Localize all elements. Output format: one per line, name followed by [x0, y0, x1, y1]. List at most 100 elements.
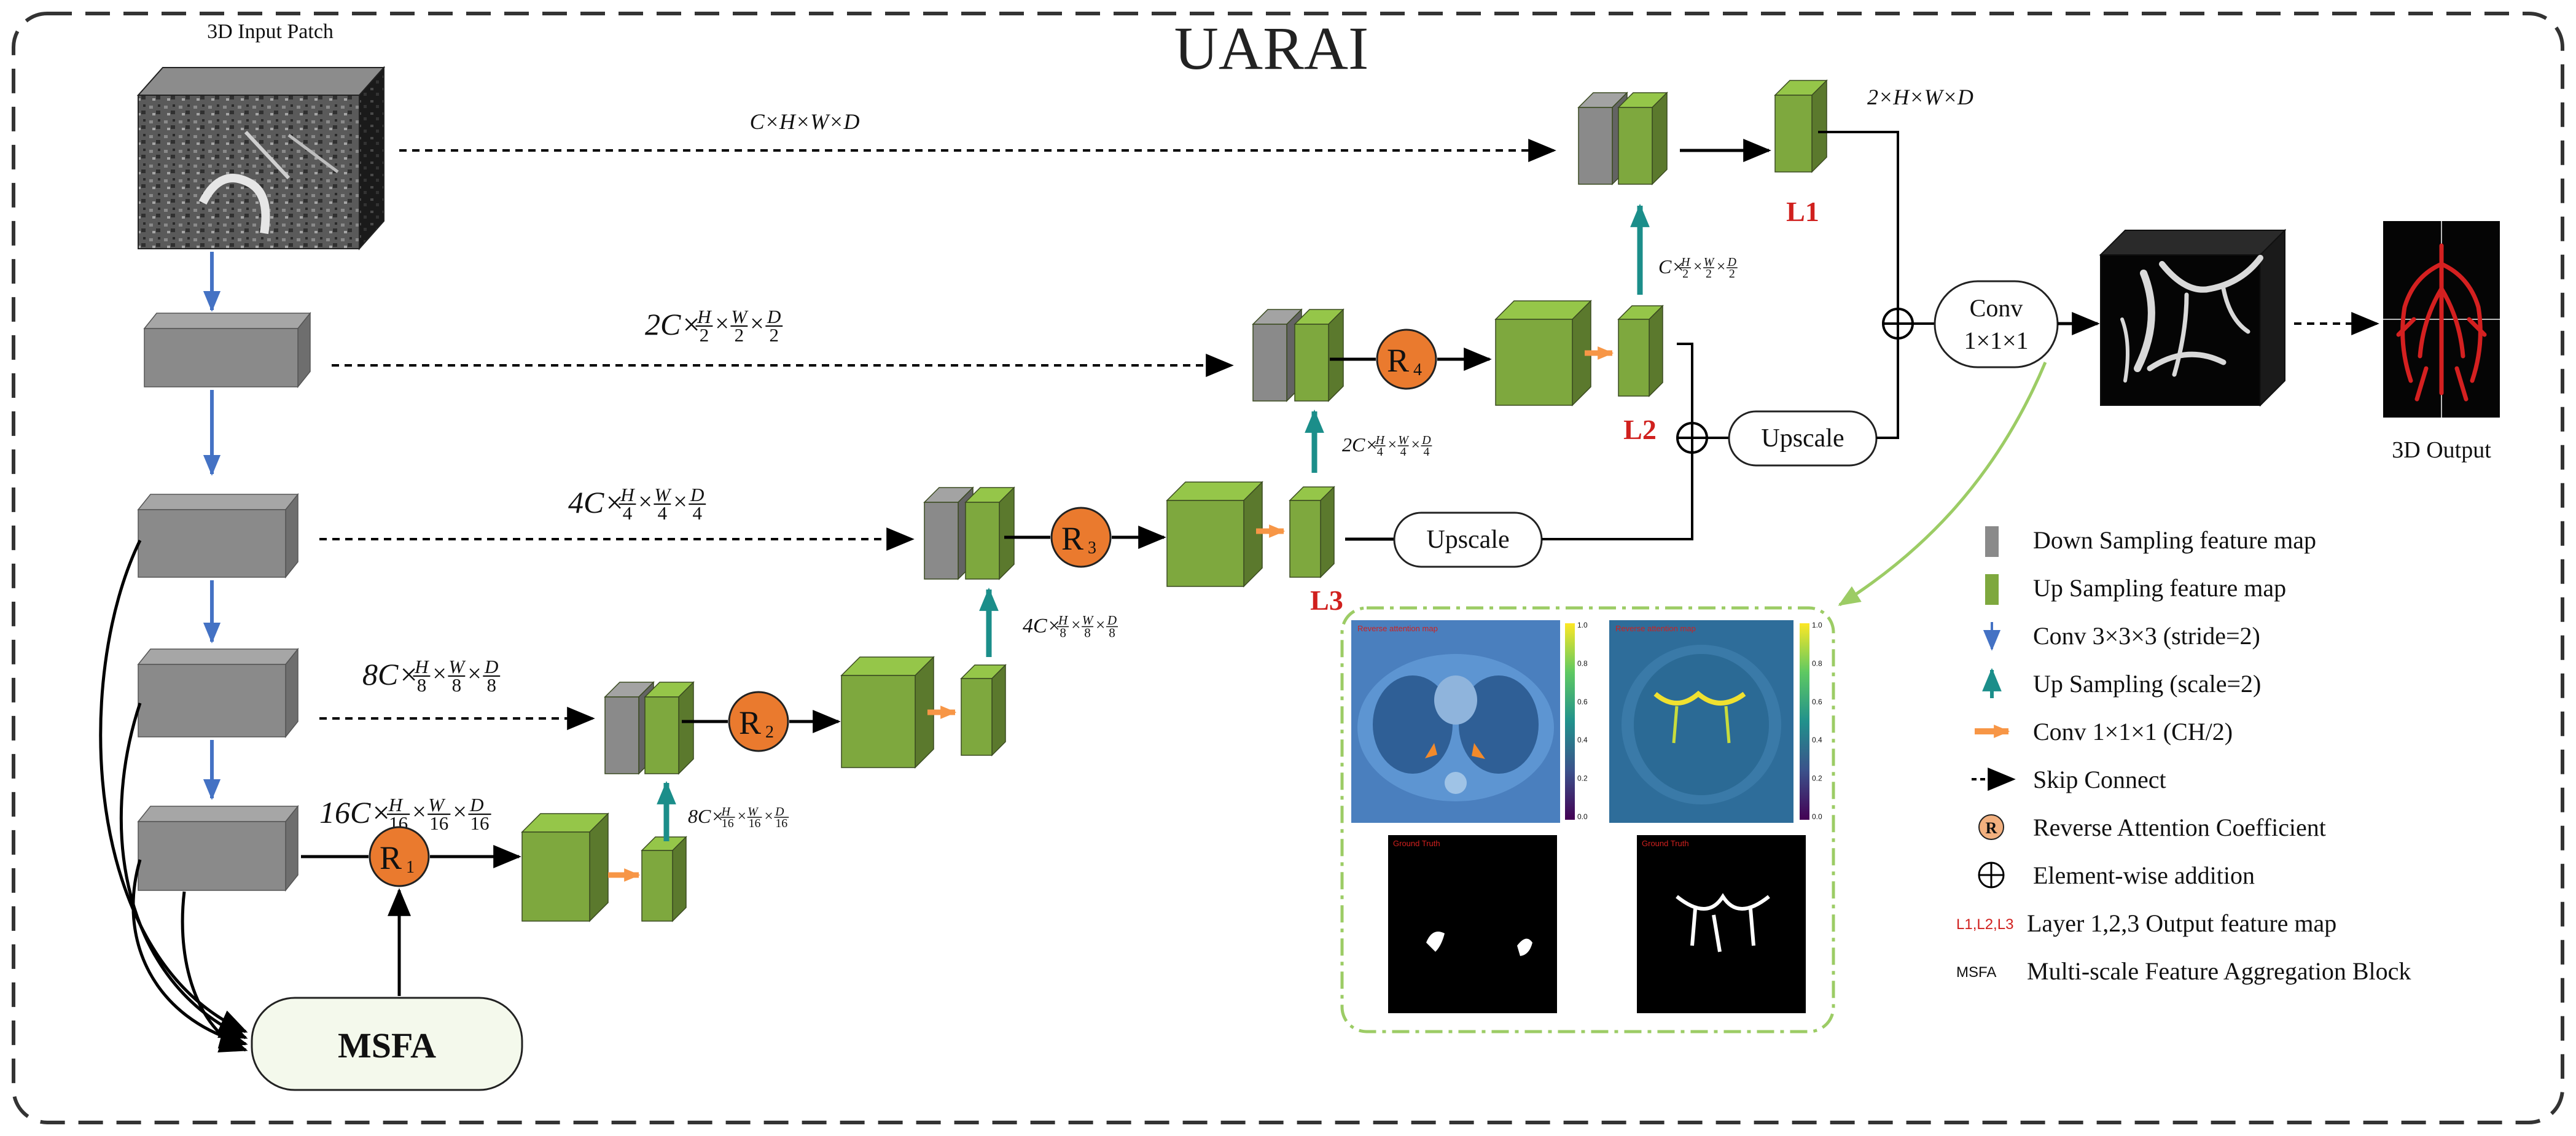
colorbar-a-ticks: 1.00.80.60.40.20.0 — [1577, 621, 1588, 821]
up1-dims-times-1: × — [764, 807, 773, 825]
bottom-dims-times-1: × — [453, 798, 467, 825]
level2-up-block-2 — [1289, 486, 1335, 578]
cbar-a-tick-1: 0.8 — [1577, 659, 1588, 667]
msfa-block: MSFA — [251, 997, 523, 1091]
encoder-block-4 — [137, 804, 299, 892]
skip3-dims-num-1: W — [654, 484, 672, 505]
skip2-dims-den-1: 2 — [735, 324, 744, 346]
legend-attention-icon — [1978, 814, 2004, 840]
l2-label: L2 — [1623, 414, 1657, 445]
up2-dims-den-1: 8 — [1084, 625, 1091, 640]
skip3-dims-den-0: 4 — [623, 502, 633, 524]
r4-subscript: 4 — [1413, 360, 1422, 379]
input-patch-cube — [136, 66, 386, 251]
up2-dims-lead: 4C× — [1023, 615, 1061, 637]
legend-label-1: Up Sampling feature map — [2033, 574, 2286, 602]
legend-label-6: Reverse Attention Coefficient — [2033, 814, 2326, 841]
skip4-dims-den-1: 8 — [452, 674, 462, 696]
cbar-a-tick-2: 0.6 — [1577, 698, 1588, 706]
level2-concat-green-block — [964, 486, 1015, 580]
up1-dims-num-1: W — [747, 805, 759, 819]
up4-dims: C×H2×W2×D2 — [1658, 255, 1738, 281]
upscale-l2-label: Upscale — [1761, 424, 1844, 453]
skip3-dims-num-0: H — [620, 484, 635, 505]
l3-label: L3 — [1310, 585, 1343, 616]
ground-truth-d-title: Ground Truth — [1642, 839, 1689, 848]
legend-label-9: Multi-scale Feature Aggregation Block — [2027, 957, 2411, 985]
up2-dims-times-0: × — [1071, 616, 1080, 634]
attention-r3: R 3 — [1004, 507, 1166, 568]
up3-dims-num-2: D — [1421, 434, 1431, 447]
cbar-a-tick-0: 1.0 — [1577, 621, 1588, 629]
r2-subscript: 2 — [765, 723, 774, 742]
upscale-l3-to-add-line — [1542, 438, 1693, 540]
up1-dims-lead: 8C× — [688, 805, 724, 827]
skip-connections — [319, 139, 1556, 730]
final-conv-block[interactable]: Conv 1×1×1 — [1934, 280, 2059, 368]
cbar-b-tick-3: 0.4 — [1812, 736, 1822, 744]
skip4-dims-num-0: H — [414, 656, 429, 677]
encoder-block-2 — [137, 492, 299, 579]
upscale-l3-label: Upscale — [1426, 526, 1509, 554]
legend-label-4: Conv 1×1×1 (CH/2) — [2033, 718, 2233, 745]
encoder-block-1 — [143, 311, 311, 389]
r4-letter: R — [1387, 342, 1409, 379]
up1-dims-den-0: 16 — [722, 817, 734, 830]
up4-dims-num-0: H — [1680, 255, 1691, 269]
input-patch-label: 3D Input Patch — [207, 20, 334, 43]
up4-dims-den-0: 2 — [1682, 267, 1688, 281]
up3-dims-times-0: × — [1388, 435, 1397, 453]
up4-dims-lead: C× — [1658, 255, 1685, 278]
up4-dims-num-1: W — [1704, 255, 1715, 269]
legend-msfa-glyph: MSFA — [1956, 964, 1996, 981]
up3-dims-den-0: 4 — [1377, 445, 1383, 459]
up4-dims-times-1: × — [1717, 257, 1725, 275]
add-node-l1 — [1882, 308, 1914, 340]
msfa-label: MSFA — [338, 1025, 436, 1065]
skip4-dims: 8C×H8×W8×D8 — [362, 656, 501, 696]
output-vessel-cube — [2099, 228, 2287, 407]
cbar-b-tick-1: 0.8 — [1812, 659, 1822, 667]
skip2-dims: 2C×H2×W2×D2 — [645, 306, 783, 346]
level3-up-block-2 — [960, 664, 1007, 757]
bottom-up-block-1 — [521, 812, 609, 922]
up3-dims-num-1: W — [1398, 434, 1410, 447]
up3-dims-den-1: 4 — [1400, 445, 1407, 459]
bottom-dims-den-2: 16 — [470, 812, 490, 834]
skip4-dims-times-0: × — [432, 659, 447, 687]
legend-item-r-circle: R Reverse Attention Coefficient — [1978, 814, 2326, 841]
skip2-dims-times-1: × — [750, 309, 764, 337]
up2-dims-den-2: 8 — [1109, 625, 1115, 640]
attention-r2: R 2 — [682, 691, 841, 752]
heatmap-a: Reverse attention map — [1351, 620, 1575, 823]
skip2-dims-lead: 2C× — [645, 307, 701, 341]
legend-item-msfa-text: MSFA Multi-scale Feature Aggregation Bloc… — [1956, 957, 2411, 985]
ground-truth-d: Ground Truth — [1637, 835, 1806, 1013]
legend: Down Sampling feature map Up Sampling fea… — [1956, 526, 2411, 985]
r3-subscript: 3 — [1088, 539, 1096, 558]
cbar-b-tick-5: 0.0 — [1812, 812, 1822, 821]
level1-up-block-2 — [1617, 305, 1664, 397]
up3-dims-num-0: H — [1375, 434, 1386, 447]
skip4-dims-times-1: × — [467, 659, 482, 687]
skip4-dims-num-1: W — [448, 656, 466, 677]
bottom-dims-den-1: 16 — [429, 812, 448, 834]
up3-dims-lead: 2C× — [1342, 434, 1378, 456]
upscale-l3[interactable]: Upscale — [1393, 512, 1543, 568]
legend-attention-glyph: R — [1986, 819, 1997, 837]
top-concat-green-block — [1617, 91, 1668, 185]
skip2-dims-num-2: D — [767, 306, 781, 327]
legend-item-gray-block: Down Sampling feature map — [1985, 526, 2316, 557]
upscale-l2[interactable]: Upscale — [1728, 410, 1878, 467]
level3-up-block-1 — [840, 656, 935, 769]
up4-dims-den-1: 2 — [1706, 267, 1712, 281]
skip4-dims-num-2: D — [484, 656, 498, 677]
heatmap-b-title: Reverse attention map — [1615, 624, 1696, 633]
legend-label-0: Down Sampling feature map — [2033, 526, 2316, 554]
up1-dims-den-2: 16 — [775, 817, 787, 830]
legend-label-5: Skip Connect — [2033, 766, 2166, 793]
skip1-dims: C×H×W×D — [750, 109, 860, 134]
up2-dims-times-1: × — [1096, 616, 1105, 634]
